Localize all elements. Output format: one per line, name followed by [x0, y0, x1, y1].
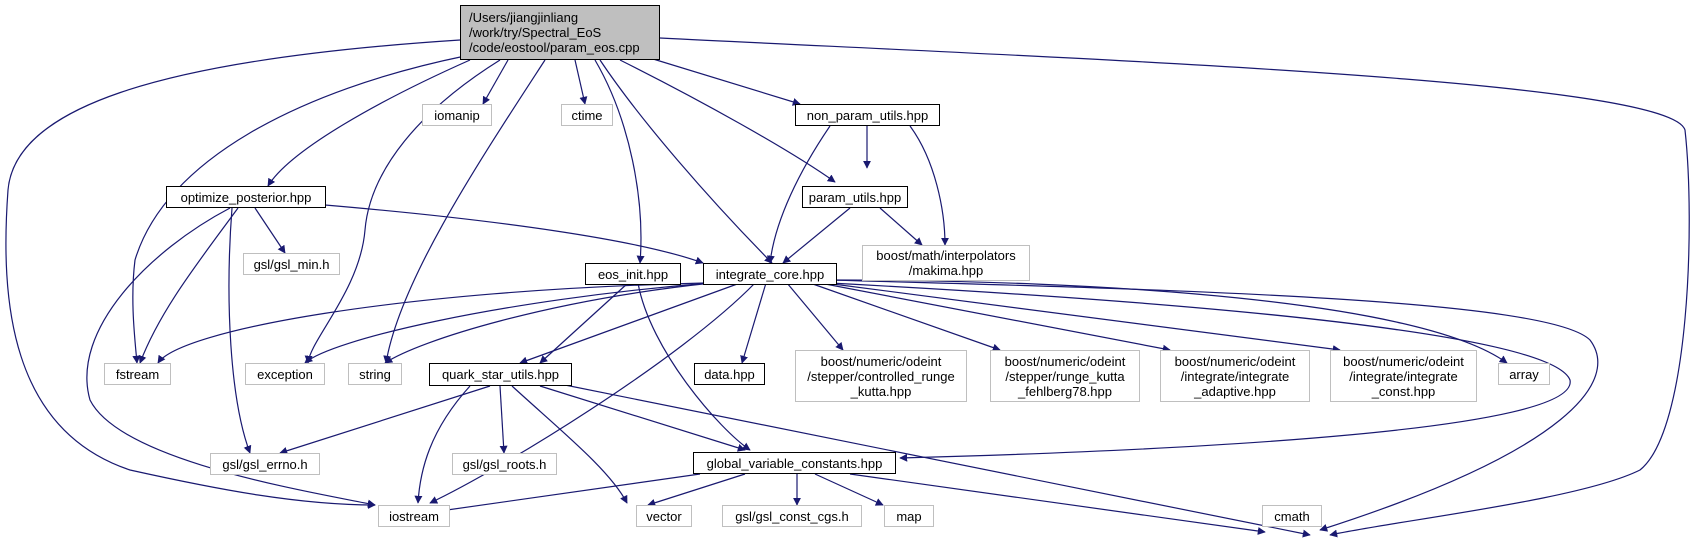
edge-root-ctime [574, 59, 588, 105]
edge-core-adaptive [819, 282, 1171, 353]
edge-root-non-param-utils [639, 54, 801, 106]
node-vector[interactable]: vector [636, 505, 692, 527]
node-fstream[interactable]: fstream [104, 363, 171, 385]
edge-core-cmath [829, 279, 1599, 532]
edge-root-param-utils [619, 59, 836, 183]
edge-param-utils-integrate-core [782, 207, 851, 264]
node-quark-star-utils[interactable]: quark_star_utils.hpp [429, 363, 572, 386]
node-integrate-adaptive[interactable]: boost/numeric/odeint /integrate/integrat… [1160, 350, 1310, 402]
edge-core-const [824, 282, 1341, 354]
node-non-param-utils[interactable]: non_param_utils.hpp [795, 104, 940, 126]
edge-root-eos-init [594, 59, 645, 264]
node-runge-kutta-fehlberg78[interactable]: boost/numeric/odeint /stepper/runge_kutt… [990, 350, 1140, 402]
node-global-variable-constants[interactable]: global_variable_constants.hpp [693, 452, 896, 474]
edge-param-utils-makima [879, 207, 923, 246]
node-string[interactable]: string [348, 363, 402, 385]
edge-root-cmath [659, 37, 1690, 538]
edge-root-iostream [5, 39, 461, 509]
edge-core-iostream [429, 282, 756, 504]
edge-nonparam-makima [909, 125, 949, 246]
node-array[interactable]: array [1498, 363, 1550, 385]
edge-root-integrate-core [599, 59, 773, 264]
edge-core-exception [304, 282, 711, 364]
edge-optimize-integrate-core [324, 204, 704, 265]
node-iomanip[interactable]: iomanip [422, 104, 492, 126]
edge-root-iomanip [482, 59, 509, 105]
edge-global-map [814, 473, 884, 506]
node-iostream[interactable]: iostream [378, 505, 450, 527]
node-makima[interactable]: boost/math/interpolators /makima.hpp [862, 245, 1030, 281]
edge-optimize-iostream [86, 207, 376, 508]
edge-optimize-gsl-min [254, 207, 286, 254]
node-param-utils[interactable]: param_utils.hpp [802, 186, 908, 208]
node-optimize-posterior[interactable]: optimize_posterior.hpp [166, 186, 326, 208]
node-exception[interactable]: exception [245, 363, 325, 385]
edge-root-optimize-posterior [267, 59, 471, 187]
edge-quark-global [539, 385, 746, 452]
node-ctime[interactable]: ctime [561, 104, 613, 126]
edge-core-controlled [786, 282, 844, 351]
edge-core-quark [519, 282, 741, 365]
node-map[interactable]: map [884, 505, 934, 527]
edge-quark-iostream [414, 385, 471, 504]
edge-core-global [829, 282, 1571, 462]
edge-core-data [740, 282, 767, 364]
node-gsl-errno[interactable]: gsl/gsl_errno.h [210, 453, 320, 475]
node-cmath[interactable]: cmath [1262, 505, 1322, 527]
edge-root-string [383, 59, 546, 364]
node-gsl-roots[interactable]: gsl/gsl_roots.h [452, 453, 557, 475]
node-controlled-runge-kutta[interactable]: boost/numeric/odeint /stepper/controlled… [795, 350, 967, 402]
edge-optimize-gsl-errno [228, 207, 252, 454]
edge-optimize-fstream [138, 207, 239, 364]
node-gsl-const-cgs[interactable]: gsl/gsl_const_cgs.h [722, 505, 862, 527]
edge-global-iostream [439, 473, 701, 514]
edge-quark-cmath [559, 383, 1311, 538]
edge-core-fehlberg [809, 282, 1001, 352]
node-data[interactable]: data.hpp [694, 363, 765, 385]
node-eos-init[interactable]: eos_init.hpp [585, 263, 681, 285]
edge-quark-gsl-errno [279, 385, 491, 455]
node-integrate-const[interactable]: boost/numeric/odeint /integrate/integrat… [1330, 350, 1477, 402]
edge-global-vector [647, 473, 746, 507]
edge-eos-init-global [637, 282, 751, 451]
edge-nonparam-integrate-core [766, 125, 831, 264]
node-integrate-core[interactable]: integrate_core.hpp [703, 263, 837, 285]
edge-global-cmath [849, 473, 1266, 535]
edge-quark-gsl-roots [499, 385, 508, 454]
edge-root-fstream [132, 55, 466, 364]
edge-quark-vector [511, 385, 628, 504]
node-param-eos-cpp[interactable]: /Users/jiangjinliang /work/try/Spectral_… [460, 5, 660, 60]
edge-core-fstream [157, 282, 706, 364]
node-gsl-min[interactable]: gsl/gsl_min.h [243, 253, 340, 275]
edge-core-string [384, 282, 713, 364]
